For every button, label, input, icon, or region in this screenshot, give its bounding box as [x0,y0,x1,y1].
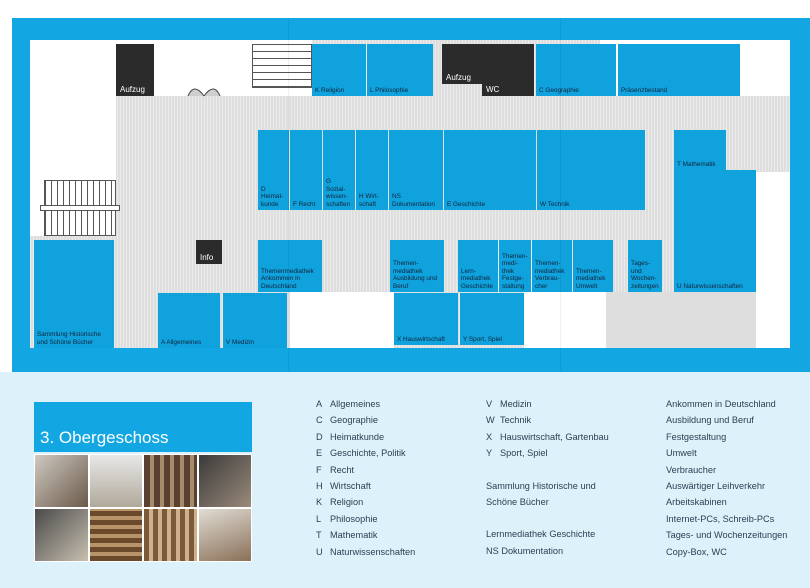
room-themen-ausbildung[interactable]: Themen-mediathek Ausbildung und Beruf [390,240,444,292]
room-lern-geschichte[interactable]: Lern-mediathek Geschichte [458,240,498,292]
photo-grid [34,454,252,562]
legend-item: Schöne Bücher [486,497,549,508]
legend-item: Ausbildung und Beruf [666,415,754,426]
room-label: Aufzug [446,73,471,82]
room-l-philosophie[interactable]: L Philosophie [367,44,433,96]
room-e-geschichte[interactable]: E Geschichte [444,130,536,210]
photo [143,508,198,562]
photo [34,508,89,562]
room-praesenzbestand[interactable]: Präsenzbestand [618,44,740,96]
photo [88,508,143,562]
room-themen-fest[interactable]: Themen-medi-thek Festge-staltung [499,240,531,292]
stair-landing [40,205,120,211]
info-desk[interactable]: Info [196,240,222,264]
legend-item: Verbraucher [666,464,717,475]
door-icon [187,88,221,97]
room-d-heimatkunde[interactable]: D Heimat-kunde [258,130,289,210]
photo [143,454,198,508]
legend-item: Copy-Box, WC [666,546,727,557]
room-t-mathematik[interactable]: T Mathematik [674,130,726,170]
room-tageszeitungen[interactable]: Tages- und Wochen-zeitungen [628,240,662,292]
room-w-technik[interactable]: W Technik [537,130,645,210]
photo [197,508,252,562]
room-u-naturwissenschaften[interactable]: U Naturwissenschaften [674,170,756,292]
room-label: Aufzug [120,85,145,94]
room-h-wirtschaft[interactable]: H Wirt-schaft [356,130,388,210]
legend-item: Festgestaltung [666,431,727,442]
room-label: WC [486,85,500,94]
floor-patch [606,292,756,348]
legend-spacer [486,510,646,526]
room-g-sozialwissenschaften[interactable]: G Sozial-wissen-schaften [323,130,355,210]
elevator-left[interactable]: Aufzug [116,44,154,96]
legend-item: Tages- und Wochenzeitungen [666,530,788,541]
fold-line [560,18,561,588]
legend-item: Ankommen in Deutschland [666,399,776,409]
fold-line [288,18,289,588]
room-v-medizin[interactable]: V Medizin [223,293,287,348]
legend-item: Internet-PCs, Schreib-PCs [666,513,775,524]
room-f-recht[interactable]: F Recht [290,130,322,210]
room-label: Info [200,253,214,262]
room-c-geographie[interactable]: C Geographie [536,44,616,96]
room-themen-ankommen[interactable]: Themenmediathek Ankommen in Deutschland [258,240,322,292]
photo [88,454,143,508]
room-sammlung[interactable]: Sammlung Historische und Schöne Bücher [34,240,114,348]
room-x-hauswirtschaft[interactable]: X Hauswirtschaft [394,293,458,345]
legend-item: Arbeitskabinen [666,497,727,508]
room-a-allgemeines[interactable]: A Allgemeines [158,293,220,348]
room-themen-verbraucher[interactable]: Themen-mediathek Verbrau-cher [532,240,572,292]
legend-item: NS Dokumentation [486,545,564,556]
wc-room[interactable]: WC [482,44,534,96]
floor-title: 3. Obergeschoss [34,402,252,452]
legend-col-3: Ankommen in Deutschland Ausbildung und B… [666,396,806,560]
legend-item: Umwelt [666,448,697,459]
legend-item: Lernmediathek Geschichte [486,529,596,540]
elevator-right[interactable]: Aufzug [442,44,482,84]
wall-area [755,172,790,292]
photo [197,454,252,508]
photo [34,454,89,508]
room-k-religion[interactable]: K Religion [312,44,366,96]
legend-item: Auswärtiger Leihverkehr [666,481,766,492]
legend-spacer [486,462,646,478]
legend-item: Sammlung Historische und [486,480,596,491]
room-y-sport[interactable]: Y Sport, Spiel [460,293,524,345]
room-ns-dokumentation[interactable]: NS Dokumentation [389,130,443,210]
staircase [252,44,312,88]
room-themen-umwelt[interactable]: Themen-mediathek Umwelt [573,240,613,292]
wall-area [290,292,394,348]
